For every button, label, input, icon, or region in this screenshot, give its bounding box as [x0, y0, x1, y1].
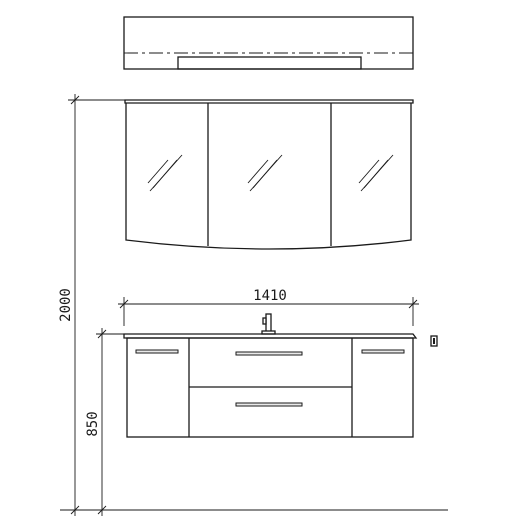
mirror-cabinet-front-view — [124, 99, 414, 250]
width-dimension: 1410 — [118, 288, 419, 326]
side-profile-symbol — [430, 335, 438, 347]
total-height-dimension: 2000 — [58, 94, 125, 516]
width-dimension-label: 1410 — [253, 288, 287, 304]
washbasin-top — [123, 333, 418, 339]
faucet — [261, 313, 276, 335]
handle-left-door — [135, 349, 179, 354]
mirror-glass-hatch-left — [147, 154, 183, 192]
total-height-label: 2000 — [58, 288, 74, 322]
vanity-height-label: 850 — [85, 411, 101, 436]
handle-bottom-drawer — [235, 402, 303, 407]
vanity-unit — [126, 337, 414, 438]
mirror-cabinet-top-view — [123, 16, 414, 70]
mirror-glass-hatch-right — [358, 154, 394, 192]
mirror-glass-hatch-center — [247, 154, 283, 192]
handle-right-door — [361, 349, 405, 354]
vanity-height-dimension: 850 — [85, 328, 124, 516]
handle-top-drawer — [235, 351, 303, 356]
